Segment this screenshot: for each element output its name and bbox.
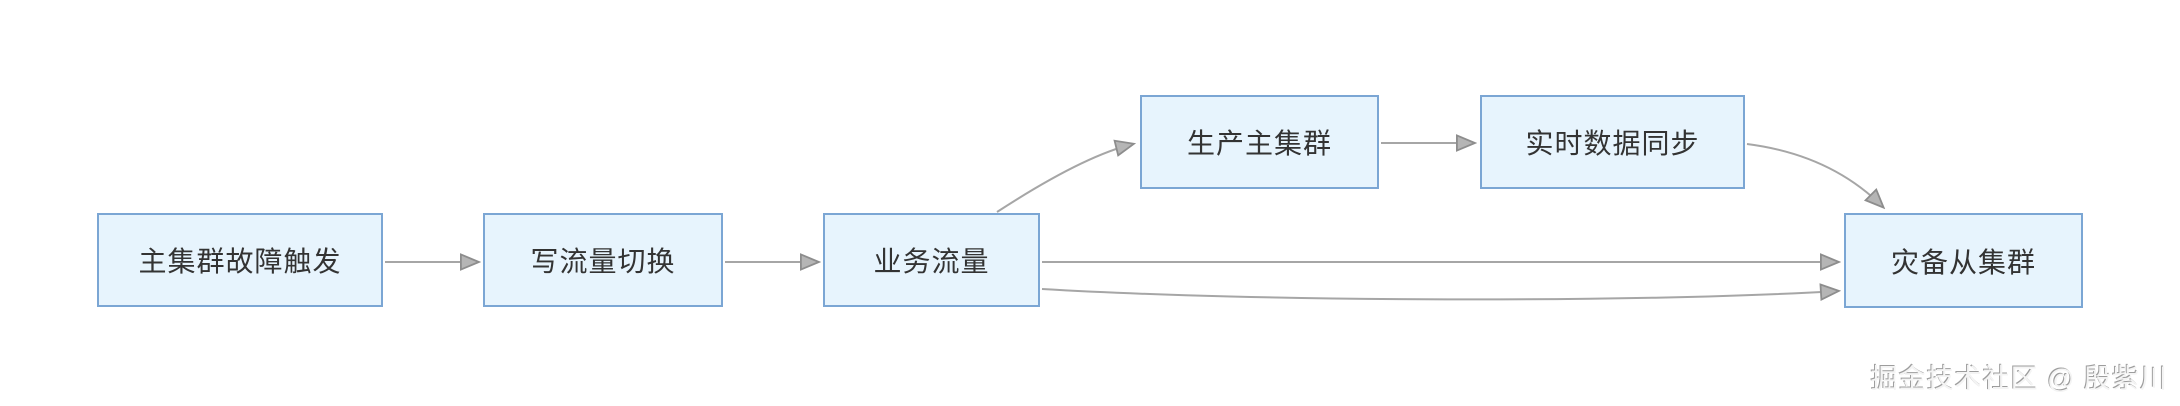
node-label: 灾备从集群 <box>1890 246 2036 278</box>
node-label: 实时数据同步 <box>1525 128 1700 159</box>
node-label: 写流量切换 <box>530 246 676 277</box>
edge-sync-to-disaster-arrow <box>1746 143 1883 207</box>
node-label: 主集群故障触发 <box>138 246 342 277</box>
node-realtime-data-sync: 实时数据同步 <box>1480 95 1745 189</box>
node-label: 生产主集群 <box>1186 128 1332 159</box>
watermark: 掘金技术社区 @ 殷紫川 <box>1870 364 2168 394</box>
node-label: 业务流量 <box>873 246 990 277</box>
edge-business-to-production-arrow <box>996 144 1133 213</box>
node-write-traffic-switch: 写流量切换 <box>483 213 723 307</box>
node-business-traffic: 业务流量 <box>823 213 1040 307</box>
node-main-cluster-failure-trigger: 主集群故障触发 <box>97 213 383 307</box>
node-disaster-recovery-slave-cluster: 灾备从集群 <box>1844 213 2083 308</box>
edge-business-to-disaster-curved-arrow <box>1041 289 1838 299</box>
node-production-main-cluster: 生产主集群 <box>1140 95 1379 189</box>
